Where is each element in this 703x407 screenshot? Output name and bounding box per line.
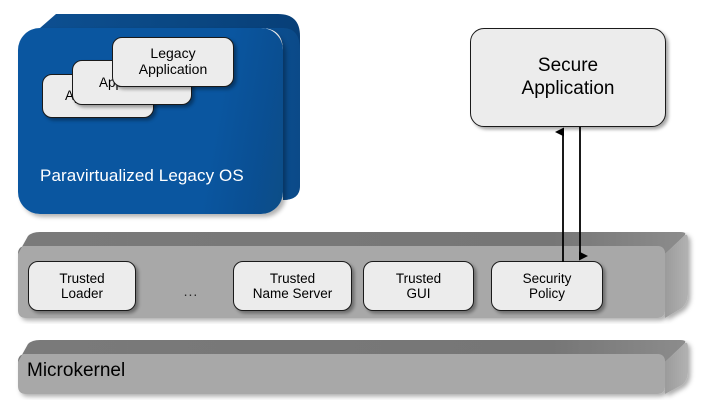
secure-application-label: Secure Application xyxy=(521,54,615,99)
secure-application-box[interactable]: Secure Application xyxy=(470,28,666,127)
service-label-trusted-loader: Trusted Loader xyxy=(59,270,105,301)
microkernel-slab xyxy=(0,340,703,400)
service-label-trusted-name-server: Trusted Name Server xyxy=(252,270,333,301)
microkernel-slab-3d-shape xyxy=(18,340,688,394)
service-box-trusted-name-server[interactable]: Trusted Name Server xyxy=(233,261,352,311)
service-box-security-policy[interactable]: Security Policy xyxy=(491,261,603,311)
service-ellipsis: ... xyxy=(183,283,199,299)
legacy-application-box-front[interactable]: Legacy Application xyxy=(112,37,234,87)
microkernel-label: Microkernel xyxy=(27,360,126,381)
service-box-trusted-gui[interactable]: Trusted GUI xyxy=(363,261,474,311)
service-box-trusted-loader[interactable]: Trusted Loader xyxy=(28,261,136,311)
legacy-os-slab-3d-shape xyxy=(40,14,300,200)
legacy-os-label: Paravirtualized Legacy OS xyxy=(40,166,244,185)
service-label-trusted-gui: Trusted GUI xyxy=(395,270,442,301)
service-label-security-policy: Security Policy xyxy=(522,270,572,301)
legacy-application-label-front: Legacy Application xyxy=(138,45,208,77)
